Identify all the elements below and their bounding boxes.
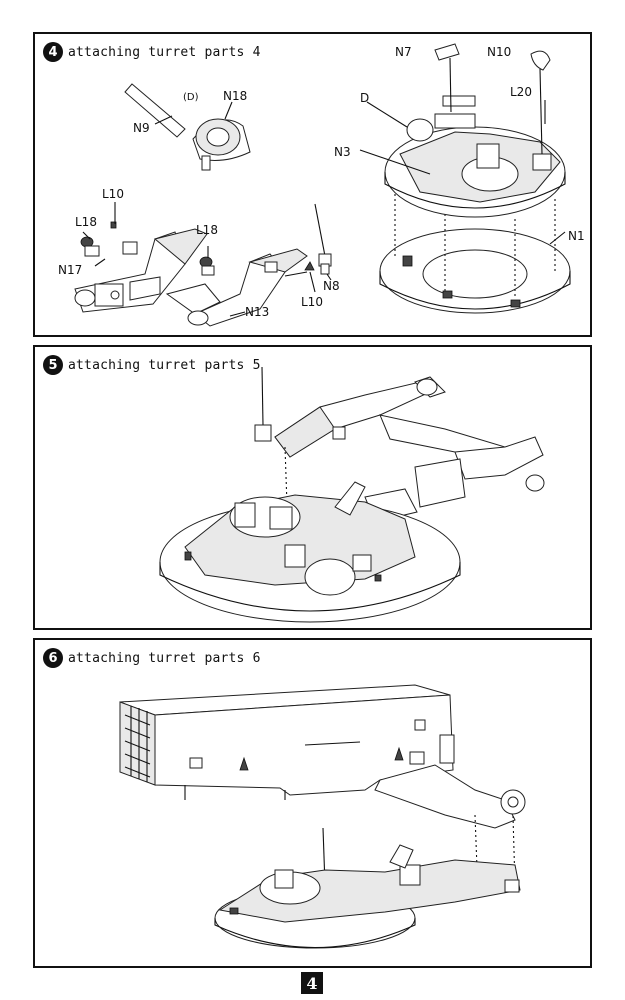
label-l10-right: L10	[301, 295, 323, 309]
label-n13: N13	[245, 305, 269, 319]
label-n1: N1	[568, 229, 585, 243]
antenna-n8-assembly	[304, 203, 332, 293]
turret-frame-assembly	[254, 366, 545, 559]
hatch-n18-assembly	[124, 83, 251, 171]
step-5-panel: 5 attaching turret parts 5	[33, 345, 592, 630]
step-6-number-badge: 6	[43, 648, 63, 668]
label-n8: N8	[323, 279, 340, 293]
launcher-box-assembly	[119, 684, 526, 886]
step-6-panel: 6 attaching turret parts 6	[33, 638, 592, 968]
step-6-heading: 6 attaching turret parts 6	[43, 648, 261, 668]
step-4-title: attaching turret parts 4	[68, 44, 261, 60]
step-4-panel: 4 attaching turret parts 4 N9 (D) N18	[33, 32, 592, 337]
step-6-illustration	[119, 684, 526, 949]
label-n18: N18	[223, 89, 247, 103]
step-4-heading: 4 attaching turret parts 4	[43, 42, 261, 62]
label-n7: N7	[395, 45, 412, 59]
step-4-illustration: N9 (D) N18 L10 L18 N17	[58, 43, 585, 327]
label-l10-left: L10	[102, 187, 124, 201]
step-5-heading: 5 attaching turret parts 5	[43, 355, 261, 375]
label-l18-left: L18	[75, 215, 97, 229]
step-5-illustration	[159, 366, 545, 623]
side-grid	[124, 706, 151, 782]
turret-base-step-6	[214, 827, 521, 949]
label-n10: N10	[487, 45, 511, 59]
label-d: D	[360, 91, 369, 105]
label-l18-mid: L18	[196, 223, 218, 237]
turret-body-assembly	[359, 43, 571, 314]
label-n9: N9	[133, 121, 150, 135]
step-4-number-badge: 4	[43, 42, 63, 62]
turret-body-step-5	[159, 481, 461, 623]
label-l20: L20	[510, 85, 532, 99]
step-6-title: attaching turret parts 6	[68, 650, 261, 666]
step-5-title: attaching turret parts 5	[68, 357, 261, 373]
label-n17: N17	[58, 263, 82, 277]
frame-n13-assembly	[165, 246, 308, 327]
frame-n17-assembly	[74, 202, 208, 313]
page-number: 4	[301, 972, 323, 994]
label-n3: N3	[334, 145, 351, 159]
step-5-number-badge: 5	[43, 355, 63, 375]
label-d-paren: (D)	[183, 92, 199, 103]
